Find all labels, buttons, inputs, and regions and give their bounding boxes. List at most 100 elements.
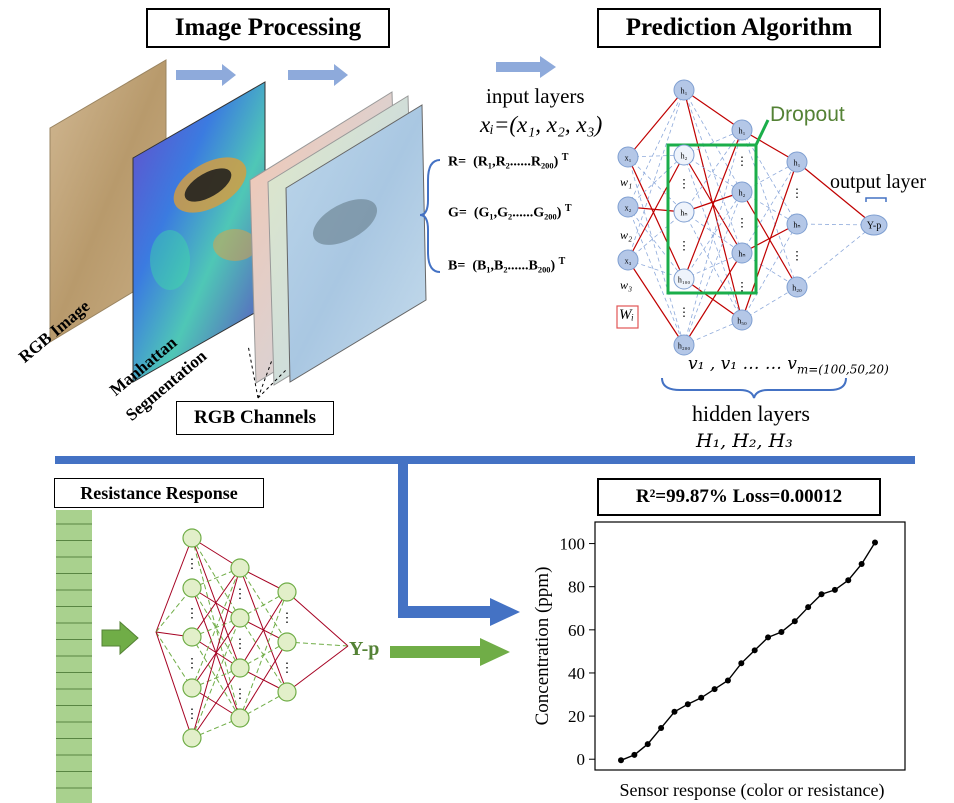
bottom-ellipsis-dots: ⋮ bbox=[234, 586, 247, 601]
data-point bbox=[805, 604, 812, 611]
bottom-nn-edge bbox=[286, 645, 349, 693]
data-point bbox=[778, 628, 785, 635]
h2-node-label: hₙ bbox=[738, 250, 745, 259]
y-axis-label: Concentration (ppm) bbox=[532, 567, 553, 726]
bottom-nn-node bbox=[182, 627, 202, 647]
weight-w2: w₂ bbox=[620, 228, 633, 242]
nn-edge bbox=[627, 154, 685, 208]
resistance-strip bbox=[56, 510, 92, 803]
nn-edge bbox=[741, 129, 798, 163]
data-point bbox=[658, 724, 665, 731]
bottom-nn-node bbox=[230, 658, 250, 678]
h1-node-label: hₙ bbox=[680, 209, 687, 218]
h1-node bbox=[673, 201, 695, 223]
h1-node bbox=[673, 144, 695, 166]
h2-node bbox=[731, 309, 753, 331]
input-arrow bbox=[101, 620, 139, 656]
bottom-nn-node bbox=[182, 578, 202, 598]
input-node bbox=[617, 196, 639, 218]
hidden-layers-label: hidden layers bbox=[692, 401, 810, 426]
bottom-nn-edge bbox=[239, 591, 288, 669]
bottom-nn-edge bbox=[286, 641, 349, 647]
data-point bbox=[831, 586, 838, 593]
rgb-channels-label: RGB Channels bbox=[176, 401, 334, 435]
h3-node bbox=[786, 276, 808, 298]
data-point bbox=[631, 751, 638, 758]
h2-node-label: h₂ bbox=[739, 189, 746, 198]
nn-edge bbox=[741, 161, 798, 254]
dropout-box bbox=[666, 143, 758, 295]
bottom-nn-node bbox=[277, 582, 297, 602]
nn-edge bbox=[627, 89, 685, 158]
input-node-label: x₁ bbox=[625, 154, 632, 163]
bottom-nn-node bbox=[182, 528, 202, 548]
nn-edge bbox=[627, 156, 685, 346]
resistance-response-title: Resistance Response bbox=[54, 478, 264, 508]
data-point bbox=[791, 618, 798, 625]
data-point bbox=[765, 634, 772, 641]
y-tick-label: 20 bbox=[568, 707, 585, 726]
input-node-label: x₃ bbox=[625, 257, 632, 266]
nn-edge bbox=[741, 223, 798, 321]
data-point bbox=[698, 694, 705, 701]
h2-node-label: h₅₀ bbox=[737, 317, 747, 326]
nn-edge bbox=[683, 89, 743, 131]
bottom-ellipsis-dots: ⋮ bbox=[281, 610, 294, 625]
input-formula: xᵢ=(x₁, x₂, x₃) bbox=[480, 112, 603, 137]
h2-node-label: h₁ bbox=[739, 127, 746, 136]
h1-node-label: h₂₀₀ bbox=[678, 342, 691, 351]
data-point bbox=[738, 660, 745, 667]
ellipsis-dots: ⋮ bbox=[736, 280, 748, 294]
image-processing-diagram bbox=[49, 56, 556, 399]
h3-node-label: h₁ bbox=[794, 159, 801, 168]
output-node-label: Y-p bbox=[867, 221, 881, 232]
bottom-nn-node bbox=[230, 608, 250, 628]
y-tick-label: 60 bbox=[568, 621, 585, 640]
ellipsis-dots: ⋮ bbox=[736, 154, 748, 168]
bottom-nn-edge bbox=[191, 567, 241, 638]
nn-edge bbox=[683, 129, 743, 346]
data-point bbox=[684, 701, 691, 708]
bottom-nn-node bbox=[182, 728, 202, 748]
nn-edge bbox=[627, 89, 685, 261]
bottom-nn-node bbox=[230, 558, 250, 578]
divider-and-flow-arrow bbox=[55, 456, 915, 626]
ellipsis-dots: ⋮ bbox=[678, 177, 690, 191]
data-point bbox=[618, 757, 624, 764]
h3-node bbox=[786, 213, 808, 235]
prediction-network: x₁x₂x₃h₁h₂hₙh₁₀₀h₂₀₀⋮⋮⋮h₁h₂hₙh₅₀⋮⋮⋮h₁hₙh… bbox=[616, 79, 888, 399]
bottom-nn-edge bbox=[155, 631, 193, 739]
bottom-ellipsis-dots: ⋮ bbox=[281, 660, 294, 675]
ellipsis-dots: ⋮ bbox=[736, 216, 748, 230]
hidden-formula: H₁, H₂, H₃ bbox=[696, 430, 793, 452]
nn-edge bbox=[683, 191, 743, 346]
h2-node bbox=[731, 119, 753, 141]
data-point bbox=[711, 686, 718, 693]
wi-label: Wᵢ bbox=[619, 307, 634, 323]
h2-node bbox=[731, 181, 753, 203]
bottom-nn-node bbox=[182, 678, 202, 698]
x-axis-label: Sensor response (color or resistance) bbox=[620, 780, 885, 801]
input-layers-label: input layers bbox=[486, 84, 585, 108]
bottom-nn-edge bbox=[191, 537, 241, 719]
y-tick-label: 100 bbox=[560, 535, 586, 554]
ellipsis-dots: ⋮ bbox=[678, 305, 690, 319]
bottom-nn-node bbox=[277, 632, 297, 652]
bottom-ellipsis-dots: ⋮ bbox=[186, 656, 199, 671]
input-node bbox=[617, 249, 639, 271]
channel-g-equation: G= (G₁,G₂......G₂₀₀) T bbox=[448, 203, 572, 221]
output-arrow bbox=[390, 638, 510, 666]
bottom-ellipsis-dots: ⋮ bbox=[234, 686, 247, 701]
channel-b-equation: B= (B₁,B₂......B₂₀₀) T bbox=[448, 256, 566, 274]
bottom-nn-edge bbox=[239, 591, 288, 719]
nn-edge bbox=[627, 154, 685, 261]
nn-edge bbox=[627, 156, 685, 280]
bottom-nn-edge bbox=[191, 667, 241, 739]
plot-frame bbox=[594, 521, 906, 771]
nn-edge bbox=[683, 252, 743, 346]
y-tick-label: 80 bbox=[568, 578, 585, 597]
nn-edge bbox=[627, 211, 685, 261]
bottom-ellipsis-dots: ⋮ bbox=[186, 606, 199, 621]
channel-b-panel bbox=[285, 104, 427, 383]
nn-edge bbox=[741, 129, 798, 288]
